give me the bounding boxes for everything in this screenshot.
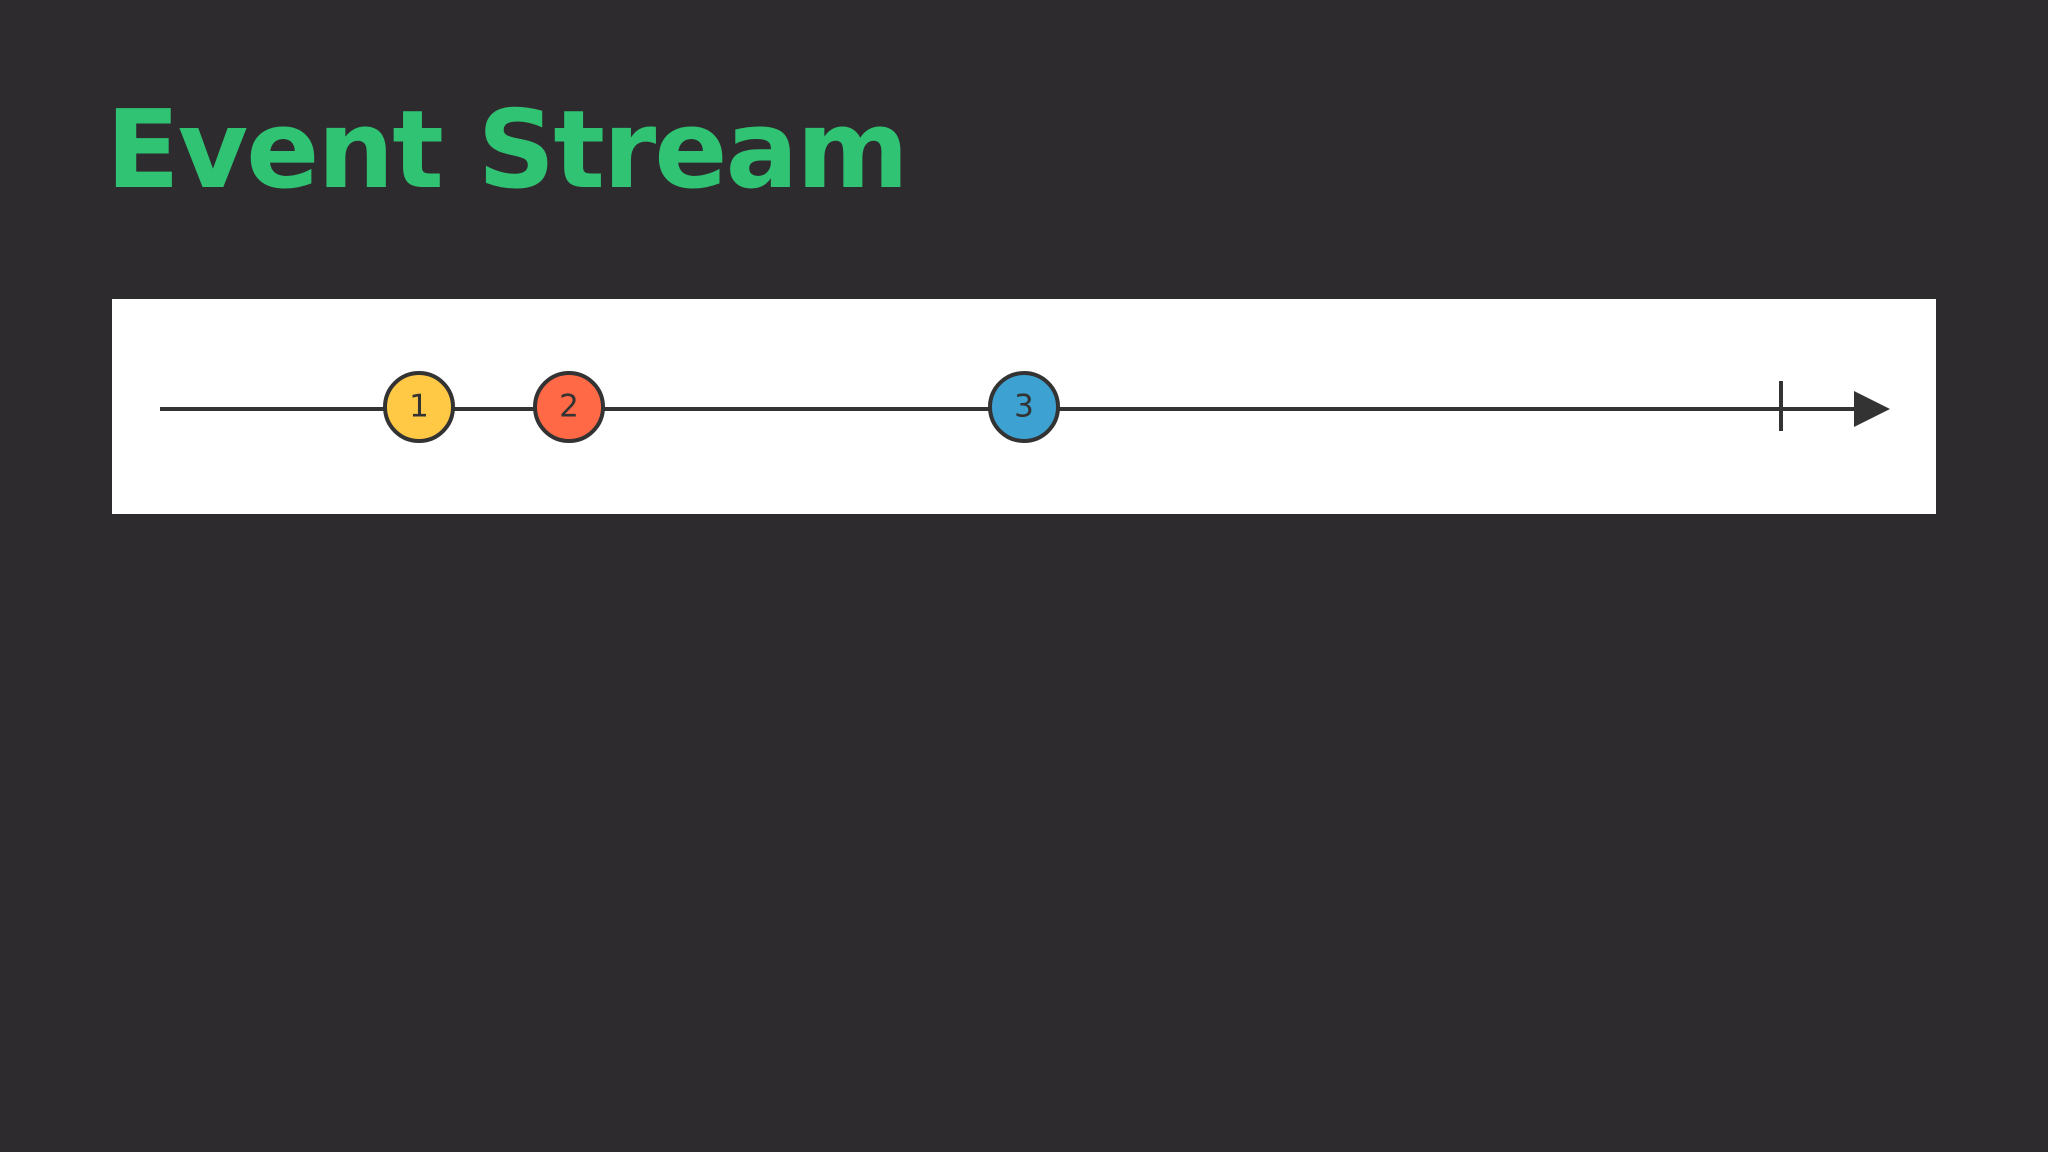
event-marble-2: 2 <box>533 371 605 443</box>
slide-title: Event Stream <box>106 88 909 213</box>
event-marble-2-label: 2 <box>559 389 579 425</box>
event-marble-3-label: 3 <box>1014 389 1034 425</box>
event-marble-1-circle <box>383 371 455 443</box>
marble-diagram-panel: 1 2 3 <box>112 299 1936 514</box>
event-marble-1-label: 1 <box>409 389 429 425</box>
event-marble-3-circle <box>988 371 1060 443</box>
marble-diagram: 1 2 3 <box>160 371 1890 443</box>
timeline-arrowhead <box>1854 391 1890 427</box>
event-marble-2-circle <box>533 371 605 443</box>
event-marble-1: 1 <box>383 371 455 443</box>
event-marble-3: 3 <box>988 371 1060 443</box>
